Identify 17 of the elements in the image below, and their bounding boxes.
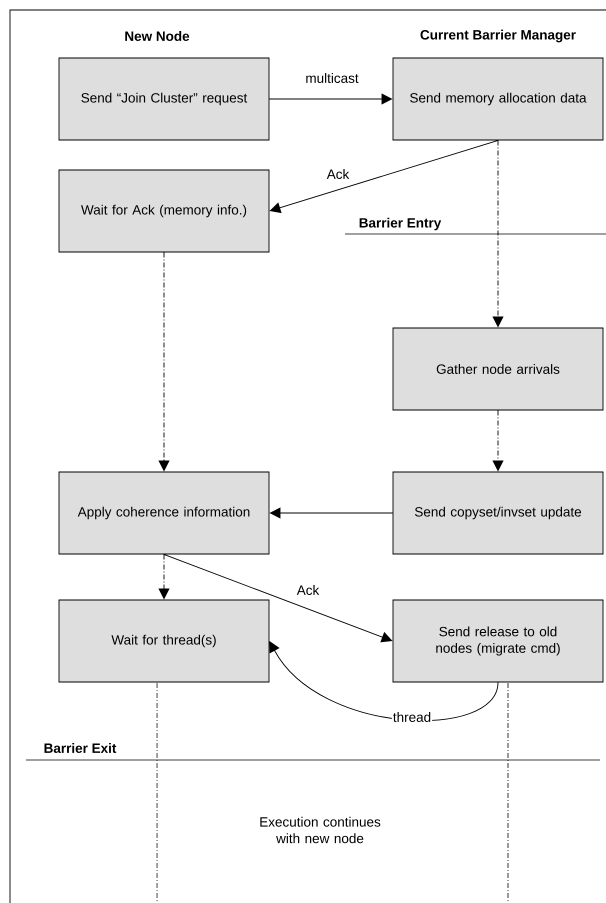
edge-label: Ack [326,168,350,180]
process-box: Gather node arrivals [392,328,604,410]
process-box: Send memory allocation data [392,58,604,140]
section-label: Barrier Entry [358,216,442,232]
column-heading: New Node [123,30,191,42]
process-box: Apply coherence information [58,472,270,554]
process-box: Send “Join Cluster” request [58,58,270,140]
edge-label: thread [392,711,432,723]
edge-label: multicast [304,72,360,84]
note-text: Execution continues with new node [249,816,391,844]
process-box: Wait for thread(s) [58,600,270,682]
process-box: Wait for Ack (memory info.) [58,170,270,252]
edge-label: Ack [296,584,320,596]
process-box: Send release to old nodes (migrate cmd) [392,600,604,682]
section-label: Barrier Exit [42,742,118,754]
column-heading: Current Barrier Manager [418,28,578,44]
process-box: Send copyset/invset update [392,472,604,554]
